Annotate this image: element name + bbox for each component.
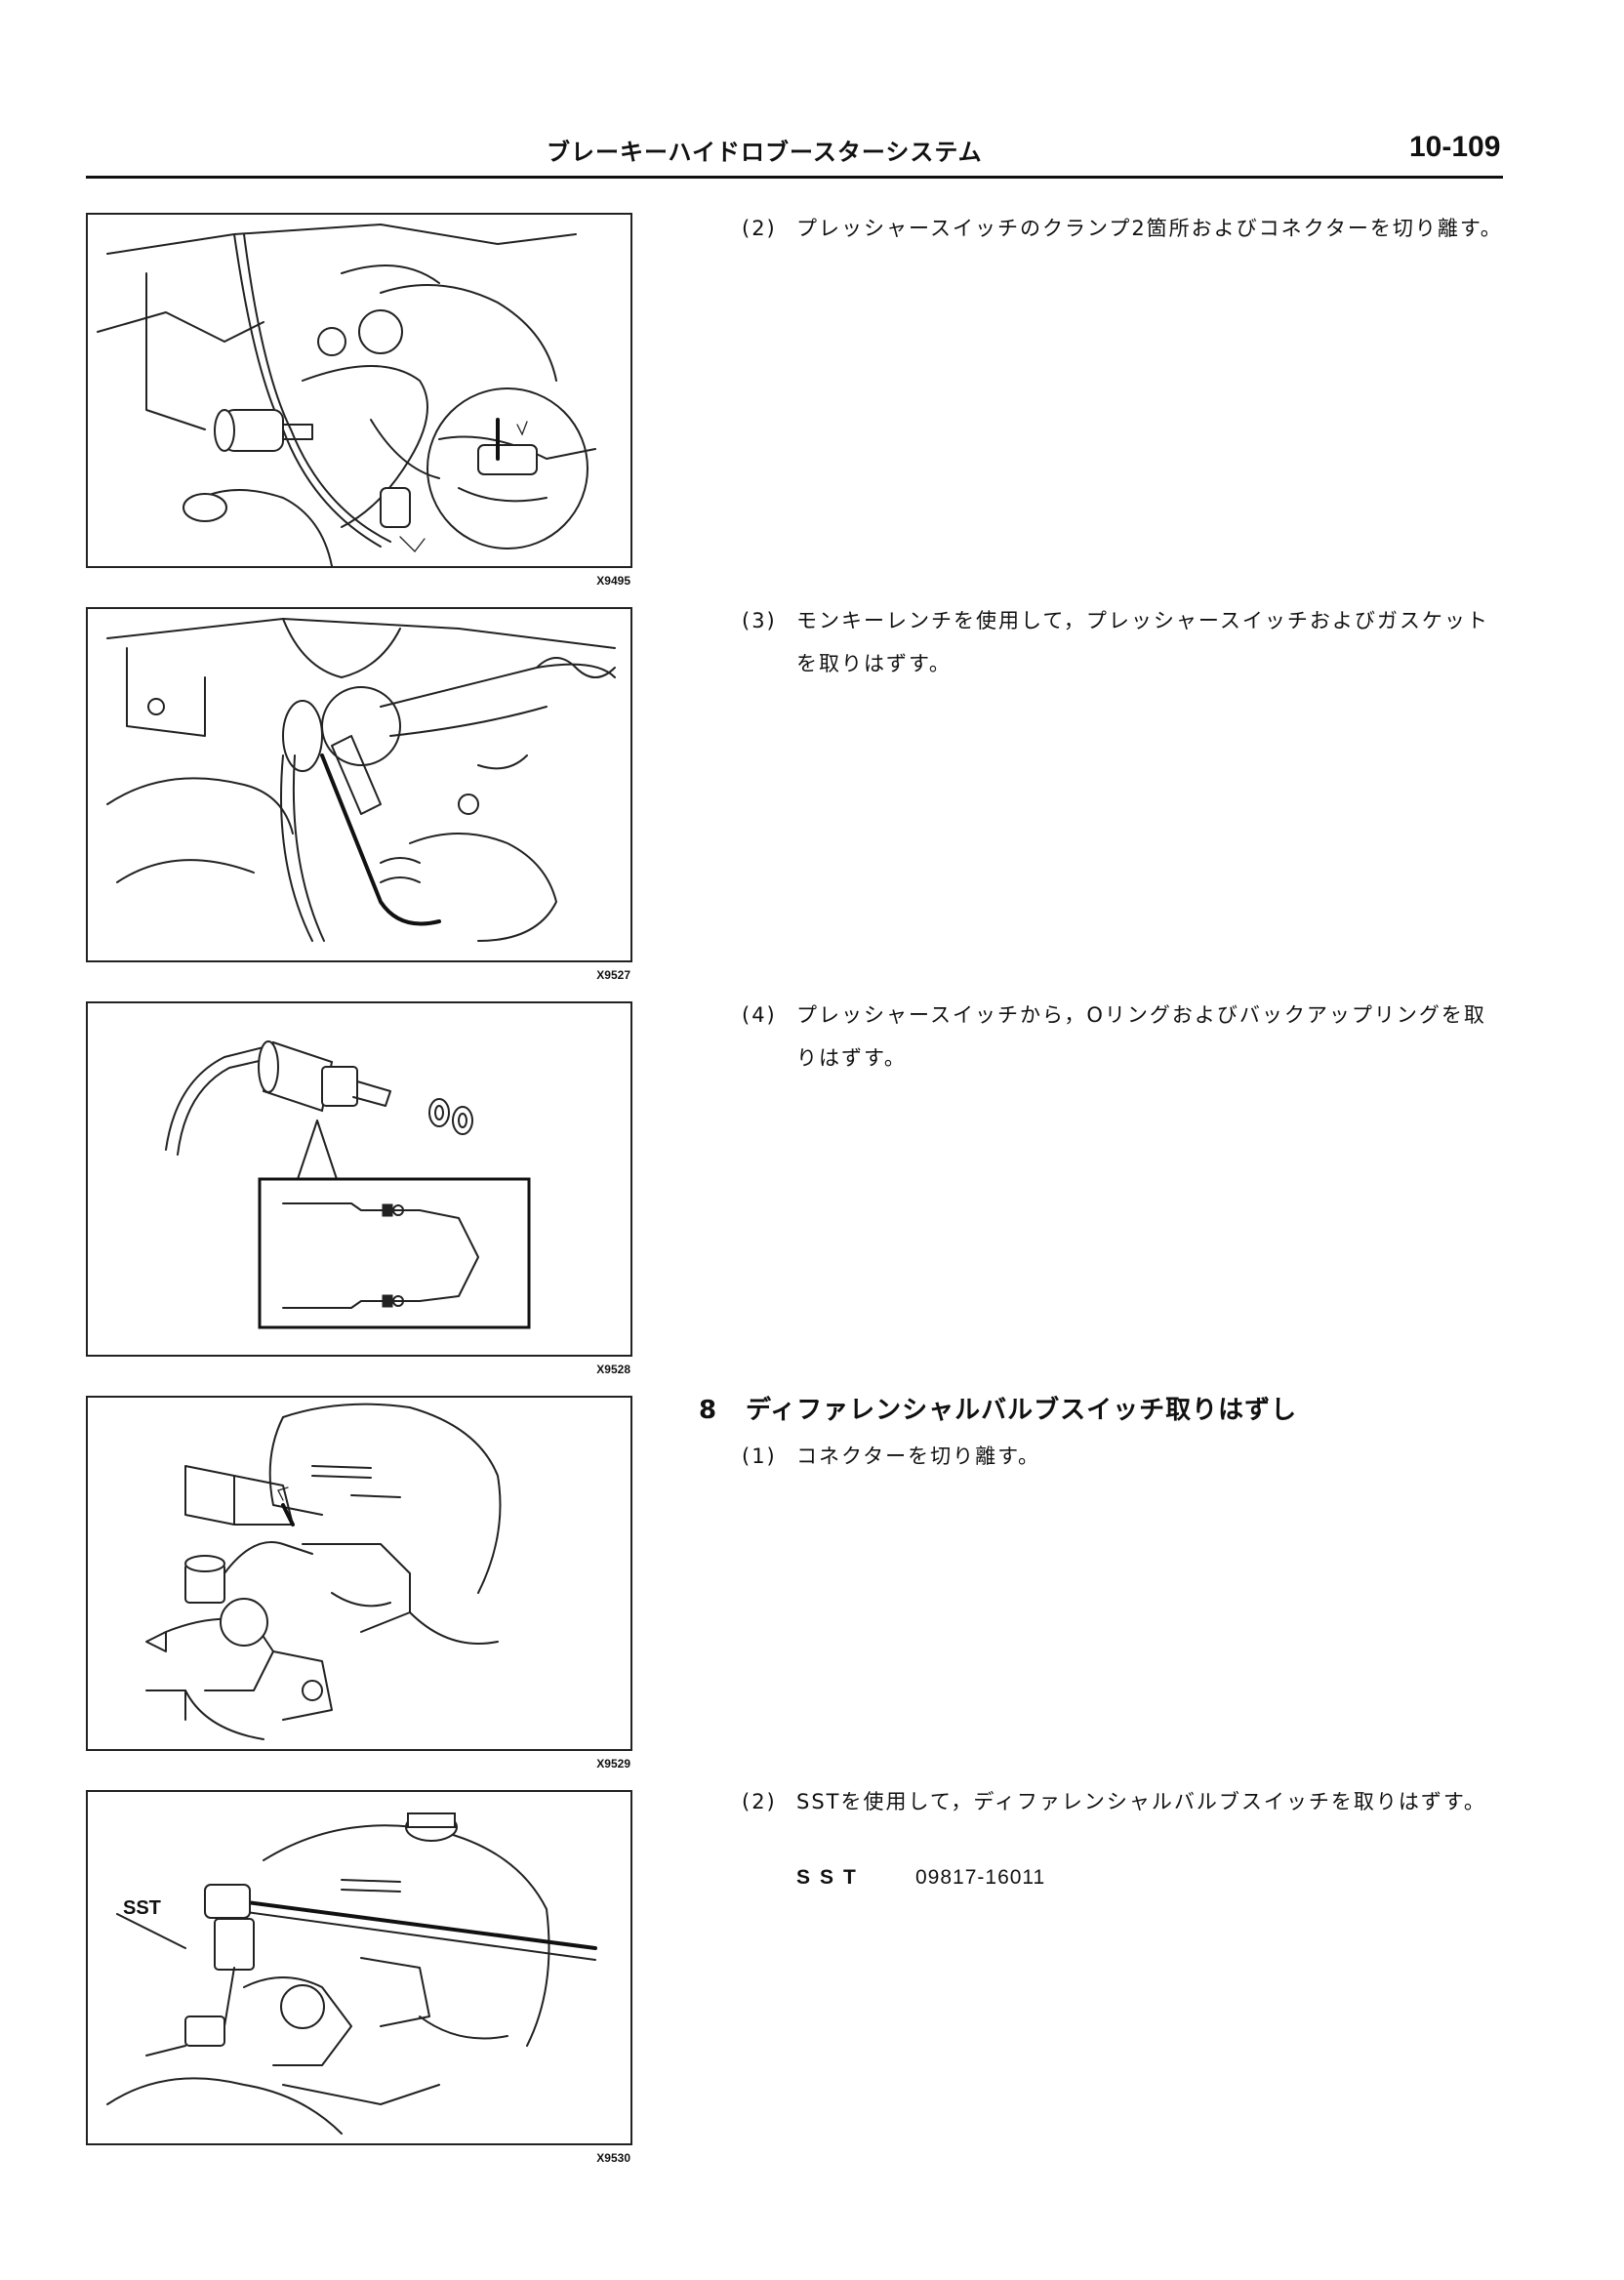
sst-label: SST (796, 1866, 866, 1889)
figure-code: X9528 (596, 1363, 630, 1376)
header-rule (86, 176, 1503, 179)
step-text: プレッシャースイッチのクランプ2箇所およびコネクターを切り離す。 (796, 217, 1503, 240)
step-text: モンキーレンチを使用して，プレッシャースイッチおよびガスケットを取りはずす。 (796, 609, 1489, 675)
figure-o-ring-removal (86, 1001, 632, 1357)
figure-code: X9527 (596, 968, 630, 982)
section-heading: 8 ディファレンシャルバルブスイッチ取りはずし (699, 1390, 1297, 1426)
step-number: (2) (742, 217, 777, 240)
figure-code: X9529 (596, 1757, 630, 1771)
step-item: (4) プレッシャースイッチから，Oリングおよびバックアップリングを取りはずす。 (742, 994, 1503, 1079)
figure-connector-disconnect (86, 1396, 632, 1751)
illustration-sst-wrench (106, 1812, 597, 2135)
figure-code: X9495 (596, 574, 630, 588)
illustration-differential-valve-connector (145, 1403, 502, 1740)
step-number: (2) (742, 1790, 777, 1813)
section-number: 8 (699, 1396, 718, 1425)
sst-spec: SST 09817-16011 (796, 1866, 1045, 1890)
step-text: コネクターを切り離す。 (796, 1445, 1041, 1468)
figure-code: X9530 (596, 2151, 630, 2165)
step-item: (2) SSTを使用して，ディファレンシャルバルブスイッチを取りはずす。 (742, 1780, 1503, 1823)
step-item: (1) コネクターを切り離す。 (742, 1435, 1503, 1478)
step-item: (2) プレッシャースイッチのクランプ2箇所およびコネクターを切り離す。 (742, 207, 1503, 250)
page-header-title: ブレーキーハイドロブースターシステム (547, 139, 983, 166)
step-number: (1) (742, 1445, 777, 1468)
figure-sst-removal: SST (86, 1790, 632, 2145)
page-number: 10-109 (1409, 131, 1501, 163)
figure-wrench-removal (86, 607, 632, 962)
illustration-monkey-wrench (106, 618, 616, 942)
figure-pressure-switch-clamps (86, 213, 632, 568)
step-number: (4) (742, 1003, 777, 1027)
step-text: プレッシャースイッチから，Oリングおよびバックアップリングを取りはずす。 (796, 1003, 1486, 1070)
step-text: SSTを使用して，ディファレンシャルバルブスイッチを取りはずす。 (796, 1790, 1486, 1813)
sst-callout-label: SST (123, 1897, 161, 1919)
step-item: (3) モンキーレンチを使用して，プレッシャースイッチおよびガスケットを取りはず… (742, 599, 1503, 685)
section-title: ディファレンシャルバルブスイッチ取りはずし (746, 1396, 1298, 1425)
illustration-clamp-connector (97, 224, 596, 566)
sst-part-number: 09817-16011 (915, 1866, 1046, 1889)
illustration-o-ring-backup-ring (165, 1040, 531, 1329)
step-number: (3) (742, 609, 777, 632)
